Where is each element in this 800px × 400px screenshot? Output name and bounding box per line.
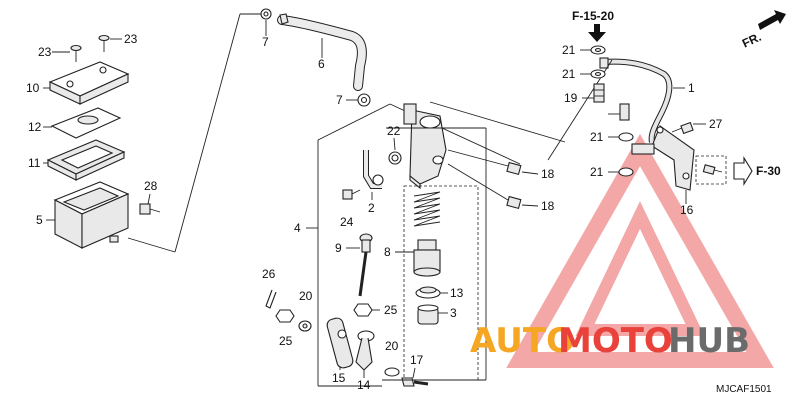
label-21-c: 21 [590, 130, 604, 144]
screw-23-right [98, 34, 110, 52]
reservoir-body [53, 181, 130, 249]
bolt-18-upper [447, 149, 522, 176]
front-arrow-icon [758, 10, 786, 30]
cotter-pin [265, 289, 277, 309]
f15-ref-arrow-icon [588, 24, 606, 42]
label-8: 8 [384, 245, 391, 259]
label-24: 24 [340, 215, 354, 229]
label-28: 28 [144, 179, 158, 193]
washer-21-b [590, 69, 606, 79]
bolt-17 [401, 377, 429, 387]
label-25-center: 25 [384, 303, 398, 317]
screw-23-left [70, 44, 82, 62]
nut-25-center [353, 303, 373, 317]
diaphragm [46, 139, 126, 181]
reservoir-hose [277, 13, 367, 91]
label-22: 22 [387, 124, 401, 138]
f30-ref [695, 155, 753, 186]
watermark-moto: MOTO [558, 321, 673, 361]
label-18-lower: 18 [541, 199, 555, 213]
label-21-a: 21 [562, 43, 576, 57]
label-20-left: 20 [299, 289, 313, 303]
label-23-left: 23 [38, 45, 52, 59]
diagram-code: MJCAF1501 [716, 384, 772, 395]
label-18-upper: 18 [541, 167, 555, 181]
hose-clip-bottom [357, 93, 371, 107]
label-11: 11 [28, 156, 41, 170]
washer-21-d [618, 167, 634, 177]
label-25-left: 25 [279, 334, 293, 348]
bolt-28 [139, 203, 161, 215]
ref-f30: F-30 [756, 164, 781, 178]
label-3: 3 [450, 306, 457, 320]
label-26: 26 [262, 267, 276, 281]
brake-hose [599, 57, 673, 143]
label-17: 17 [410, 353, 424, 367]
label-21-d: 21 [590, 165, 604, 179]
piston-set [403, 185, 479, 381]
bolt-18-lower [447, 163, 522, 210]
label-21-b: 21 [562, 67, 576, 81]
hose-clip-top [260, 8, 272, 20]
hose-bracket [631, 125, 695, 191]
bolt-19 [593, 83, 605, 103]
push-rod [358, 233, 373, 297]
label-23-right: 23 [124, 32, 138, 46]
seal-13 [415, 286, 441, 299]
diaphragm-plate [50, 107, 122, 139]
bolt-19-lower [619, 103, 630, 121]
joint-15 [326, 317, 354, 369]
washer-20-left [298, 320, 312, 332]
label-2: 2 [368, 201, 375, 215]
watermark-auto: AUTO [470, 321, 575, 361]
washer-21-a [590, 45, 606, 55]
watermark-text: AUTO MOTO HUB [470, 321, 750, 361]
ref-fr: FR. [740, 30, 763, 51]
label-16: 16 [680, 203, 694, 217]
label-6: 6 [318, 57, 325, 71]
boot-3 [417, 304, 439, 325]
washer-20-bottom [384, 367, 400, 377]
label-7-mid: 7 [336, 93, 343, 107]
label-1: 1 [688, 81, 695, 95]
label-20-bottom: 20 [385, 339, 399, 353]
label-7-top: 7 [262, 35, 269, 49]
washer-21-c [618, 132, 634, 142]
label-14: 14 [357, 378, 371, 392]
label-5: 5 [36, 213, 43, 227]
spring [413, 191, 441, 227]
label-27: 27 [709, 117, 723, 131]
label-10: 10 [26, 81, 40, 95]
label-9: 9 [335, 241, 342, 255]
watermark-logo [506, 133, 774, 368]
nut-25-left [275, 309, 295, 323]
bolt-24 [342, 189, 361, 200]
part-labels: 23 23 10 12 11 5 28 7 6 7 22 2 24 4 9 8 … [26, 9, 781, 395]
label-15: 15 [332, 371, 346, 385]
ref-f15-20: F-15-20 [572, 9, 614, 23]
label-12: 12 [28, 120, 42, 134]
label-13: 13 [450, 286, 464, 300]
pin-14 [355, 330, 375, 371]
hose-joint [363, 150, 384, 200]
watermark-hub: HUB [668, 321, 750, 361]
label-19: 19 [564, 91, 578, 105]
master-cylinder [317, 101, 566, 387]
label-4: 4 [294, 221, 301, 235]
reservoir-cap [48, 61, 130, 105]
bolt-27 [671, 121, 694, 135]
o-ring-22 [388, 151, 402, 165]
